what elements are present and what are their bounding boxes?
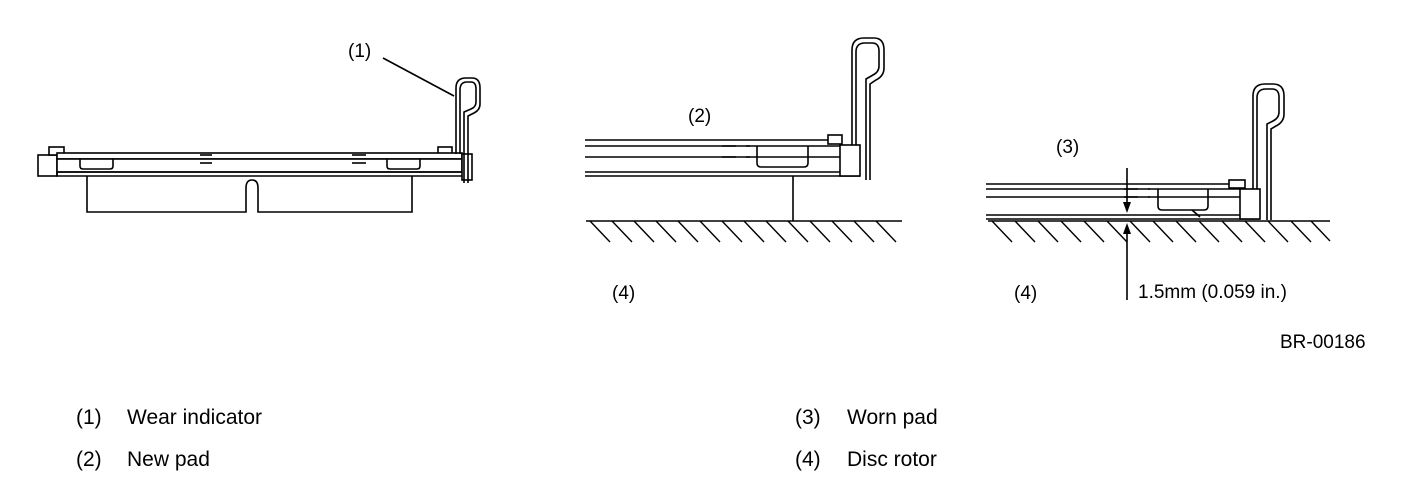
worn-pad-side-view: (3) bbox=[986, 83, 1331, 304]
pad-base-line bbox=[56, 172, 462, 177]
pad-end-block bbox=[839, 144, 861, 177]
legend: (1) Wear indicator (2) New pad (3) Worn … bbox=[76, 406, 938, 471]
caliper-housing bbox=[86, 176, 413, 213]
legend-num-1: (1) bbox=[76, 406, 102, 429]
pad-end-block-right bbox=[461, 153, 473, 181]
legend-label-new-pad: New pad bbox=[127, 448, 210, 471]
legend-label-disc-rotor: Disc rotor bbox=[847, 448, 937, 471]
thickness-dimension bbox=[1123, 168, 1131, 300]
legend-num-2: (2) bbox=[76, 448, 102, 471]
legend-label-wear-indicator: Wear indicator bbox=[127, 406, 262, 429]
new-pad-side-view: (2) bbox=[585, 37, 902, 304]
callout-1: (1) bbox=[348, 41, 371, 62]
callout-3: (3) bbox=[1056, 137, 1079, 158]
shim-right bbox=[386, 159, 421, 170]
callout-2: (2) bbox=[688, 106, 711, 127]
pad-assembly-side-view: (1) bbox=[37, 41, 481, 213]
legend-num-3: (3) bbox=[795, 406, 821, 429]
wear-indicator bbox=[455, 77, 481, 183]
wear-indicator bbox=[851, 37, 885, 180]
backing-plate bbox=[56, 152, 463, 160]
shim bbox=[1157, 189, 1209, 211]
pad-clip bbox=[827, 134, 843, 145]
callout-1-leader bbox=[382, 57, 455, 97]
rotor-hatching bbox=[991, 220, 1331, 243]
pad-body bbox=[56, 158, 463, 173]
pad-end-block bbox=[1239, 188, 1261, 220]
rotor-hatching bbox=[589, 220, 897, 243]
dimension-label: 1.5mm (0.059 in.) bbox=[1138, 282, 1287, 303]
shim bbox=[756, 146, 809, 168]
callout-4-right: (4) bbox=[1014, 283, 1037, 304]
legend-num-4: (4) bbox=[795, 448, 821, 471]
callout-4-left: (4) bbox=[612, 283, 635, 304]
pad-clip bbox=[1228, 179, 1246, 189]
shim-left bbox=[79, 159, 114, 170]
legend-label-worn-pad: Worn pad bbox=[847, 406, 938, 429]
figure-code: BR-00186 bbox=[1280, 332, 1366, 353]
wear-indicator bbox=[1252, 83, 1285, 220]
pad-end-block-left bbox=[37, 154, 58, 177]
